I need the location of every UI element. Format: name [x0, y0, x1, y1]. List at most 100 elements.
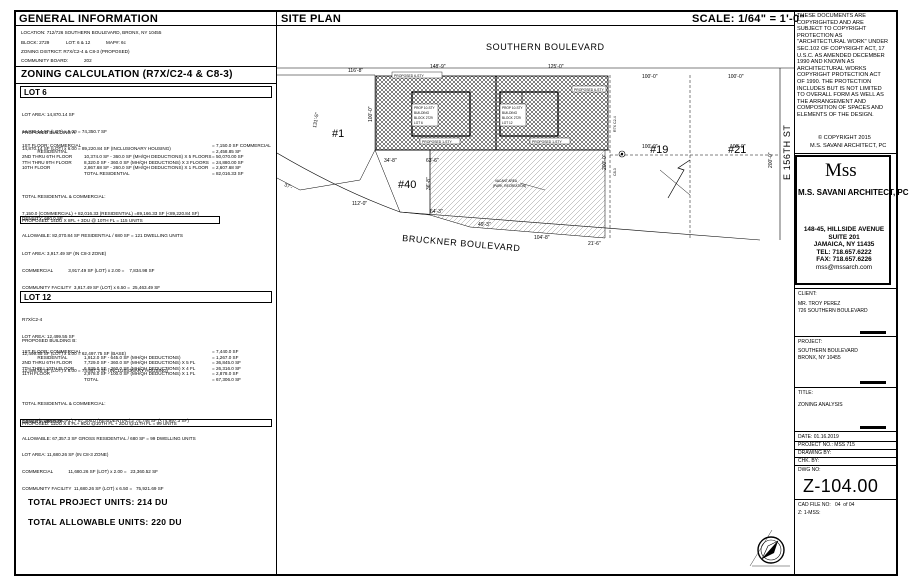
dimensions: 116'-8" 148'-9" 125'-0" 100'-0" 100'-0" … [283, 64, 774, 247]
lot12-c8-line: LOT AREA: 11,680.26 SF (IN C8-3 ZONE) [22, 452, 109, 458]
tb-rule [794, 441, 898, 442]
thick-rule [860, 331, 886, 334]
calc-cell: = 36,845.0 SF [212, 360, 241, 366]
lot6-line: LOT AREA: 14,870.14 SF [22, 112, 75, 118]
lot12-density-line: ALLOWABLE: 67,357.3 SF GROSS RESIDENTIAL… [22, 435, 196, 441]
calc-row: TOTAL= 67,306.0 SF [22, 377, 272, 383]
calc-cell: = 1,267.0 SF [212, 354, 239, 360]
community-board-text: COMMUNITY BOARD: [21, 58, 69, 63]
dim-label: 148'-9" [430, 64, 446, 70]
scale-text: SCALE: 1/64" = 1'-0" [692, 13, 805, 25]
dim-label: 100'-0" [642, 144, 658, 150]
lot6-total-line: 7,150.0 (COMMERCIAL) + 82,016.33 (RESIDE… [22, 210, 200, 216]
block-text: BLOCK: 2729 [21, 40, 50, 45]
dim-label: 36'-8" [426, 177, 432, 190]
label-plate [391, 71, 443, 79]
bldg-label: PROPOSED 1-STY [422, 140, 453, 144]
lot12-area-lines: R7X/C2-4 LOT AREA: 12,499.55 SF 12,499.5… [22, 306, 168, 379]
bruckner-curb [277, 152, 761, 241]
bldg-label: PROPOSED 6-STY [394, 74, 425, 78]
dim-label: 200'-0" [602, 154, 608, 170]
lot12-label: LOT 12 [24, 293, 52, 302]
calc-cell: = 50,070.00 SF [212, 154, 244, 160]
dim-label: 125'-0" [548, 64, 564, 70]
date-text: DATE: 01.16.2019 [798, 434, 839, 440]
lot1-boundary [277, 74, 376, 191]
z-file: Z: 1-MSS: [798, 510, 821, 516]
lot12-total: TOTAL RESIDENTIAL & COMMERCIAL: 7,440.0 … [22, 390, 189, 429]
thick-rule [860, 381, 886, 384]
lot12-total-line: TOTAL RESIDENTIAL & COMMERCIAL: [22, 401, 106, 407]
street-southern: SOUTHERN BOULEVARD [486, 42, 605, 52]
lot6-c8-line: LOT AREA: 3,917.49 SF (IN C8-3 ZONE) [22, 251, 107, 257]
lot6-box: LOT 6 [20, 86, 272, 98]
leader-line [519, 182, 546, 191]
general-info-title: GENERAL INFORMATION [19, 13, 159, 25]
dim-label: 34'-8" [384, 158, 397, 164]
dim-label: 131'-5" [312, 112, 321, 129]
lot6-c8-line: COMMUNITY FACILITY 3,917.49 SF (LOT) x 6… [22, 284, 161, 290]
calc-cell: 6,939.0 SF - 360.0 SF (MH/QH DEDUCTIONS)… [84, 365, 196, 371]
compass-icon [749, 529, 790, 567]
client-address: 726 SOUTHERN BOULEVARD [798, 308, 868, 314]
address-line: 148-45, HILLSIDE AVENUE [803, 226, 885, 233]
general-rule [14, 66, 276, 67]
dwg-number: Z-104.00 [803, 476, 879, 496]
label-plate [529, 137, 571, 145]
dim-label: 112'-0" [352, 201, 367, 207]
project-no: PROJECT NO.: MSS 715 [798, 442, 855, 448]
calc-cell: 10TH FLOOR [22, 165, 51, 171]
vacant-label: VACANT AREA(PARK, RECREATION) [493, 179, 526, 188]
calc-cell: = 2,458.85 SF [212, 148, 241, 154]
drawing-frame [14, 10, 898, 576]
calc-cell: 11TH FLOOR [22, 371, 50, 377]
calc-cell: 2,978.0 SF - 100.0 SF (MH/QH DEDUCTIONS)… [84, 371, 196, 377]
calc-cell: RESIDENTIAL [22, 148, 68, 154]
calc-cell: = 7,150.0 SF COMMERCIAL [212, 143, 271, 148]
tb-rule [794, 387, 898, 388]
community-board-value: 202 [84, 58, 92, 63]
copyright-year: © COPYRIGHT 2015 [818, 135, 871, 141]
dim-label: 100'-0" [642, 74, 658, 80]
total-allowable-units: TOTAL ALLOWABLE UNITS: 220 DU [28, 517, 182, 527]
lot-number: #1 [332, 128, 344, 140]
tb-rule [794, 499, 898, 500]
location-text: LOCATION: 712/726 SOUTHERN BOULEVARD, BR… [21, 30, 162, 35]
zone-marker [620, 152, 624, 156]
lot6-building: PROPOSED BUILDING A: [22, 130, 77, 135]
map-text: MAP#: 6c [106, 40, 126, 45]
calc-cell: 10,374.0 SF - 360.0 SF (MH/QH DEDUCTIONS… [84, 154, 212, 160]
calc-row: TOTAL RESIDENTIAL = 82,016.33 SF [22, 171, 272, 177]
copyright-owner: M.S. SAVANI ARCHITECT, PC [810, 143, 887, 149]
project-line: BRONX, NY 10455 [798, 355, 841, 361]
tb-rule [794, 288, 898, 289]
dim-label: 100'-0" [730, 144, 746, 150]
lot12-building: PROPOSED BUILDING B: [22, 338, 77, 343]
checked-by: CHK. BY: [798, 458, 820, 464]
calc-cell: TOTAL RESIDENTIAL [84, 170, 130, 176]
lot12-density: DENSITY: 680.0 SF ALLOWABLE: 67,357.3 SF… [22, 408, 196, 447]
title-label: TITLE: [798, 390, 814, 396]
north-arrow-line [659, 169, 691, 196]
calc-cell: = 82,016.33 SF [212, 170, 244, 176]
lot12-line: LOT AREA: 12,499.55 SF [22, 333, 75, 339]
dwg-no-label: DWG NO: [798, 467, 821, 473]
lot12-box: LOT 12 [20, 291, 272, 303]
lot6-area-lines: LOT AREA: 14,870.14 SF 14,870.14 SF (LOT… [22, 101, 171, 157]
fax-text: FAX: 718.657.6226 [816, 256, 872, 264]
dim-label: 21'-6" [588, 241, 601, 247]
client-label: CLIENT: [798, 291, 817, 297]
header-rule [14, 25, 794, 26]
lot6-line: 14,870.14 SF (LOT) x 6.00 = 89,220.84 SF… [22, 145, 171, 151]
firm-address: 148-45, HILLSIDE AVENUE SUITE 201 JAMAIC… [801, 226, 887, 272]
address-line: JAMAICA, NY 11435 [813, 241, 875, 249]
thick-rule [860, 426, 886, 429]
calc-row: 1ST FLOOR: COMMERCIAL= 7,150.0 SF COMMER… [22, 143, 272, 149]
calc-cell: 7,729.0 SF - 360.0 SF (MH/QH DEDUCTIONS)… [84, 360, 196, 366]
dim-label: 116'-8" [348, 68, 363, 74]
street-e156: E 156TH ST [782, 124, 792, 180]
